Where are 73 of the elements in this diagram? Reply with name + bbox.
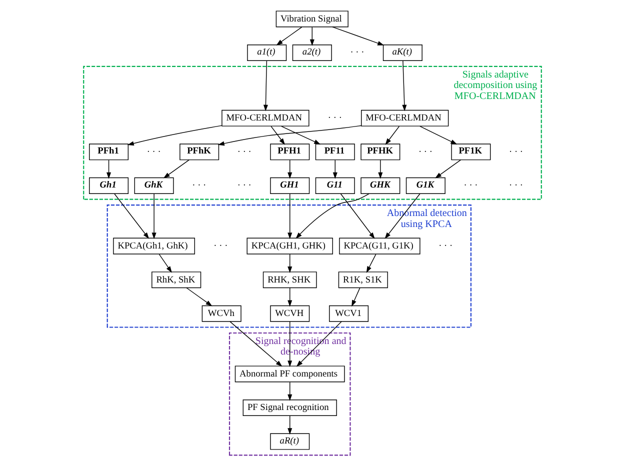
label: · · · xyxy=(237,147,252,158)
node-box: KPCA(Gh1, GhK) xyxy=(113,238,196,254)
node-box: Vibration Signal xyxy=(276,10,348,28)
arrow xyxy=(152,193,156,240)
node-box: Gh1 xyxy=(89,177,129,194)
arrow xyxy=(352,288,360,307)
arrow xyxy=(230,321,282,367)
arrow xyxy=(288,321,292,368)
arrow xyxy=(332,26,384,46)
node-box: WCVH xyxy=(270,305,310,322)
arrow xyxy=(435,160,462,178)
label: · · · xyxy=(237,181,252,192)
node-box: Abnormal PF components xyxy=(234,366,345,382)
arrow xyxy=(263,60,268,112)
label: · · · xyxy=(146,147,161,158)
arrow xyxy=(419,126,458,144)
node-box: PFhK xyxy=(180,144,220,160)
label: · · · xyxy=(192,181,206,192)
label: · · · xyxy=(509,147,524,158)
node-box: aK(t) xyxy=(382,44,422,62)
node-box: WCV1 xyxy=(329,305,369,322)
label: · · · xyxy=(418,147,432,158)
arrow xyxy=(276,26,302,46)
node-box: PFHK xyxy=(360,144,400,160)
node-box: G1K xyxy=(406,177,446,194)
label: · · · xyxy=(509,181,524,192)
node-box: PF1K xyxy=(451,144,491,160)
node-box: KPCA(GH1, GHK) xyxy=(246,238,333,254)
arrow xyxy=(288,254,292,273)
arrow xyxy=(127,125,222,146)
node-box: WCVh xyxy=(202,305,242,322)
arrow xyxy=(270,126,286,145)
arrow xyxy=(106,160,112,179)
arrow xyxy=(340,193,375,239)
node-box: RHK, SHK xyxy=(262,272,317,288)
arrow xyxy=(280,126,321,144)
node-box: MFO-CERLMDAN xyxy=(222,110,310,126)
label: · · · xyxy=(328,114,342,124)
node-box: GHK xyxy=(360,177,400,194)
label: · · · xyxy=(438,242,453,252)
arrow xyxy=(218,125,362,146)
arrow xyxy=(288,160,292,179)
label: · · · xyxy=(464,181,478,192)
arrow xyxy=(366,254,376,273)
node-box: RhK, ShK xyxy=(152,272,202,288)
arrow xyxy=(288,193,292,240)
arrow xyxy=(332,160,338,179)
node-box: PF Signal recognition xyxy=(242,399,337,416)
node-box: aR(t) xyxy=(270,433,310,450)
arrow xyxy=(288,416,292,435)
arrow xyxy=(158,254,172,273)
node-box: PFh1 xyxy=(89,144,129,160)
arrow xyxy=(186,288,212,306)
node-box: a2(t) xyxy=(292,44,332,62)
node-box: PFH1 xyxy=(270,144,310,160)
arrow xyxy=(288,382,292,401)
node-box: G11 xyxy=(315,177,355,194)
arrow xyxy=(288,288,292,307)
label: · · · xyxy=(350,48,364,58)
arrow xyxy=(163,160,190,178)
node-box: MFO-CERLMDAN xyxy=(361,110,449,126)
arrow xyxy=(385,126,400,145)
node-box: GH1 xyxy=(270,177,310,194)
node-box: a1(t) xyxy=(247,44,287,62)
arrow xyxy=(378,160,383,179)
arrow xyxy=(310,26,314,46)
node-box: R1K, S1K xyxy=(338,272,388,288)
label: · · · xyxy=(214,242,228,252)
arrow xyxy=(402,60,407,112)
node-box: GhK xyxy=(134,177,174,194)
node-box: KPCA(G11, G1K) xyxy=(339,238,420,254)
arrow xyxy=(114,193,150,239)
node-box: PF11 xyxy=(315,144,355,160)
